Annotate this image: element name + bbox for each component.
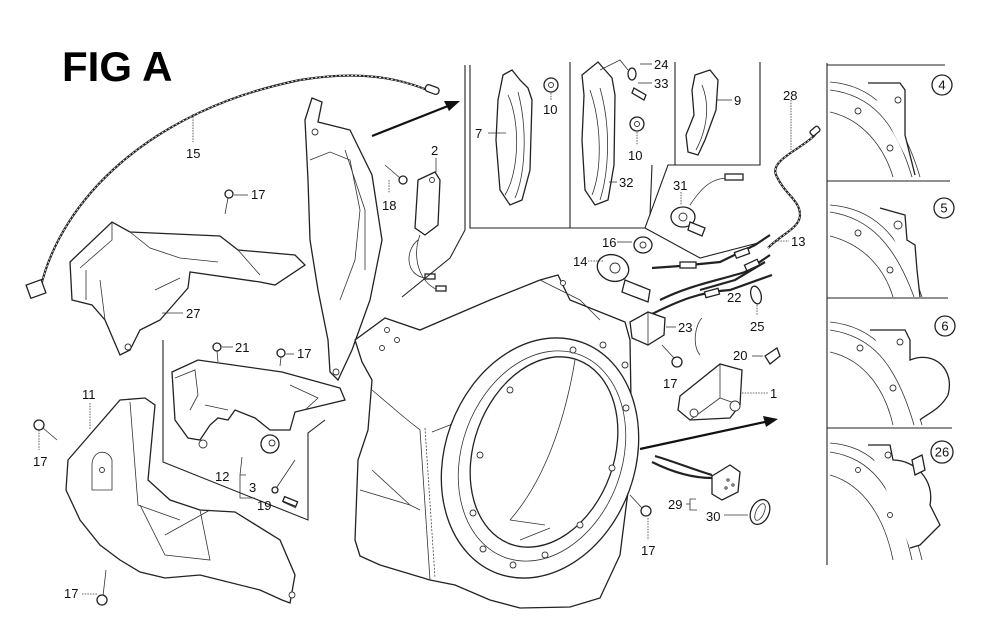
label-25: 25 bbox=[750, 319, 764, 334]
label-2: 2 bbox=[431, 143, 438, 158]
label-11: 11 bbox=[82, 387, 96, 402]
part-30-ring[interactable] bbox=[746, 496, 773, 527]
label-10-a: 10 bbox=[543, 102, 557, 117]
direction-arrow bbox=[371, 101, 460, 138]
label-16: 16 bbox=[602, 235, 616, 250]
screw-18-icon[interactable] bbox=[384, 164, 408, 185]
variant-6-badge bbox=[934, 315, 956, 337]
variant-4-label: 4 bbox=[938, 78, 945, 93]
part-baffle[interactable] bbox=[304, 97, 383, 382]
label-18: 18 bbox=[382, 198, 396, 213]
screw-3-icon[interactable] bbox=[271, 486, 279, 494]
part-32-cover[interactable] bbox=[581, 61, 616, 206]
part-2-switch[interactable] bbox=[408, 171, 447, 292]
variant-26-badge bbox=[930, 440, 954, 464]
label-33: 33 bbox=[654, 76, 668, 91]
direction-arrow bbox=[639, 416, 778, 451]
label-24: 24 bbox=[654, 57, 668, 72]
label-28: 28 bbox=[783, 88, 797, 103]
blower-housing[interactable] bbox=[354, 274, 671, 609]
label-14: 14 bbox=[573, 254, 587, 269]
label-15: 15 bbox=[186, 146, 200, 161]
variant-5-label: 5 bbox=[940, 201, 947, 216]
nut-10-icon[interactable] bbox=[543, 77, 559, 93]
bolt-17-icon[interactable] bbox=[224, 189, 234, 215]
variant-5[interactable]: 5 bbox=[827, 197, 955, 299]
label-20: 20 bbox=[733, 348, 747, 363]
part-28-cable[interactable] bbox=[767, 125, 821, 249]
label-3: 3 bbox=[249, 480, 256, 495]
label-9: 9 bbox=[734, 93, 741, 108]
clip-33-icon[interactable] bbox=[631, 87, 647, 101]
inset-frame-lower bbox=[644, 164, 759, 259]
bolt-17-icon[interactable] bbox=[276, 348, 286, 367]
part-1-module[interactable] bbox=[677, 317, 743, 421]
label-32: 32 bbox=[619, 175, 633, 190]
part-9-cover[interactable] bbox=[685, 69, 719, 156]
part-16-grommet[interactable] bbox=[633, 236, 653, 254]
label-17-f: 17 bbox=[641, 543, 655, 558]
label-19: 19 bbox=[257, 498, 271, 513]
variant-5-badge bbox=[933, 197, 955, 219]
bolt-21-icon[interactable] bbox=[212, 342, 222, 363]
part-14-switch[interactable] bbox=[594, 250, 651, 303]
bolt-17-icon[interactable] bbox=[33, 419, 58, 441]
variant-26-label: 26 bbox=[935, 445, 949, 460]
figure-title: FIG A bbox=[62, 43, 173, 90]
label-1: 1 bbox=[770, 386, 777, 401]
label-27: 27 bbox=[186, 306, 200, 321]
nut-10-icon[interactable] bbox=[629, 116, 645, 132]
clip-24-icon[interactable] bbox=[627, 67, 637, 81]
frame-right-of-2 bbox=[401, 65, 466, 298]
label-7: 7 bbox=[475, 126, 482, 141]
clip-25-icon[interactable] bbox=[749, 285, 763, 305]
part-7-cover[interactable] bbox=[495, 69, 533, 206]
variant-6-label: 6 bbox=[941, 319, 948, 334]
label-21: 21 bbox=[235, 340, 249, 355]
bolt-17-icon[interactable] bbox=[629, 494, 652, 517]
screw-19-icon[interactable] bbox=[281, 495, 299, 509]
part-23-connector[interactable] bbox=[629, 311, 666, 346]
label-17-a: 17 bbox=[251, 187, 265, 202]
label-31: 31 bbox=[673, 178, 687, 193]
label-29: 29 bbox=[668, 497, 682, 512]
label-22: 22 bbox=[727, 290, 741, 305]
label-17-c: 17 bbox=[64, 586, 78, 601]
label-23: 23 bbox=[678, 320, 692, 335]
label-30: 30 bbox=[706, 509, 720, 524]
variant-4-badge bbox=[931, 74, 953, 96]
group-frame-12 bbox=[162, 340, 326, 521]
variant-4[interactable]: 4 bbox=[827, 64, 953, 182]
screw-20-icon[interactable] bbox=[764, 347, 781, 365]
bolt-17-icon[interactable] bbox=[661, 344, 683, 368]
label-10-b: 10 bbox=[628, 148, 642, 163]
part-12-bracket[interactable] bbox=[171, 359, 346, 454]
part-11-cover[interactable] bbox=[65, 397, 296, 604]
bolt-17-icon[interactable] bbox=[96, 569, 108, 606]
variant-26[interactable]: 26 bbox=[829, 440, 954, 561]
part-27-shroud[interactable] bbox=[69, 221, 307, 356]
wire-harness[interactable] bbox=[649, 234, 773, 316]
label-17-b: 17 bbox=[33, 454, 47, 469]
variant-6[interactable]: 6 bbox=[827, 315, 956, 429]
inset-frame bbox=[469, 62, 761, 229]
label-12: 12 bbox=[215, 469, 229, 484]
part-31-sensor[interactable] bbox=[670, 173, 744, 237]
label-17-e: 17 bbox=[663, 376, 677, 391]
label-13: 13 bbox=[791, 234, 805, 249]
part-29-connector[interactable] bbox=[651, 454, 741, 501]
part-15-cable[interactable] bbox=[25, 74, 440, 300]
label-17-d: 17 bbox=[297, 346, 311, 361]
